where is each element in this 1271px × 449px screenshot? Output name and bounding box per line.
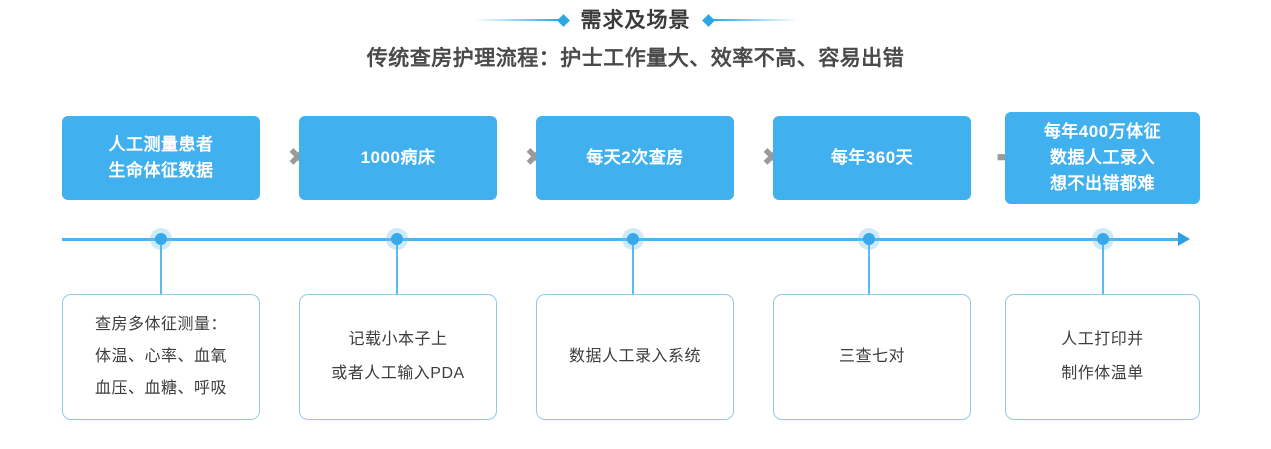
diamond-marker-icon-left: [556, 13, 570, 27]
process-card-3: 数据人工录入系统: [536, 294, 734, 420]
formula-box-3: 每天2次查房: [536, 116, 734, 200]
timeline-node-dot: [391, 233, 403, 245]
formula-box-1-line-2: 生命体征数据: [108, 161, 214, 180]
process-card-2: 记载小本子上 或者人工输入PDA: [299, 294, 497, 420]
timeline-node-stem: [160, 245, 162, 302]
formula-box-1-line-1: 人工测量患者: [108, 135, 214, 154]
formula-box-4-line-1: 每年360天: [830, 148, 914, 167]
process-card-3-line-1: 数据人工录入系统: [568, 348, 701, 365]
process-card-row: 查房多体征测量： 体温、心率、血氧 血压、血糖、呼吸 记载小本子上 或者人工输入…: [62, 294, 1200, 420]
header-line-right: [712, 19, 795, 21]
formula-box-5-line-2: 数据人工录入: [1050, 148, 1155, 167]
timeline-node-dot: [155, 233, 167, 245]
timeline-node-stem: [868, 245, 870, 302]
timeline-node-dot: [863, 233, 875, 245]
page-title: 需求及场景: [580, 8, 691, 32]
process-card-1-line-3: 血压、血糖、呼吸: [94, 380, 227, 397]
timeline-node-dot: [627, 233, 639, 245]
process-card-5-line-2: 制作体温单: [1061, 365, 1144, 382]
timeline-axis: [62, 238, 1180, 241]
process-card-1-line-1: 查房多体征测量：: [94, 316, 227, 333]
formula-box-5-line-1: 每年400万体征: [1043, 122, 1162, 141]
formula-box-4: 每年360天: [773, 116, 971, 200]
section-header: 需求及场景: [0, 5, 1271, 35]
process-card-4: 三查七对: [773, 294, 971, 420]
formula-box-2: 1000病床: [299, 116, 497, 200]
process-card-1: 查房多体征测量： 体温、心率、血氧 血压、血糖、呼吸: [62, 294, 260, 420]
header-line-left: [476, 19, 559, 21]
timeline-node-stem: [1102, 245, 1104, 302]
timeline-node-dot: [1097, 233, 1109, 245]
formula-row: 人工测量患者 生命体征数据 ✖ 1000病床 ✖ 每天2次查房 ✖ 每年360天…: [62, 112, 1200, 204]
formula-box-5: 每年400万体征 数据人工录入 想不出错都难: [1005, 112, 1200, 204]
process-card-2-line-2: 或者人工输入PDA: [331, 365, 465, 382]
process-card-5: 人工打印并 制作体温单: [1005, 294, 1200, 420]
subtitle: 传统查房护理流程：护士工作量大、效率不高、容易出错: [366, 47, 905, 70]
process-card-4-line-1: 三查七对: [838, 348, 905, 365]
process-card-5-line-1: 人工打印并: [1061, 331, 1144, 348]
diamond-marker-icon-right: [701, 13, 715, 27]
timeline: [62, 228, 1190, 302]
timeline-node-stem: [632, 245, 634, 302]
formula-box-3-line-1: 每天2次查房: [586, 148, 684, 167]
process-card-1-line-2: 体温、心率、血氧: [94, 348, 227, 365]
process-card-2-line-1: 记载小本子上: [348, 331, 448, 348]
formula-box-1: 人工测量患者 生命体征数据: [62, 116, 260, 200]
timeline-arrow-icon: [1178, 232, 1190, 246]
timeline-node-stem: [396, 245, 398, 302]
formula-box-2-line-1: 1000病床: [360, 148, 436, 167]
formula-box-5-line-3: 想不出错都难: [1050, 174, 1155, 193]
